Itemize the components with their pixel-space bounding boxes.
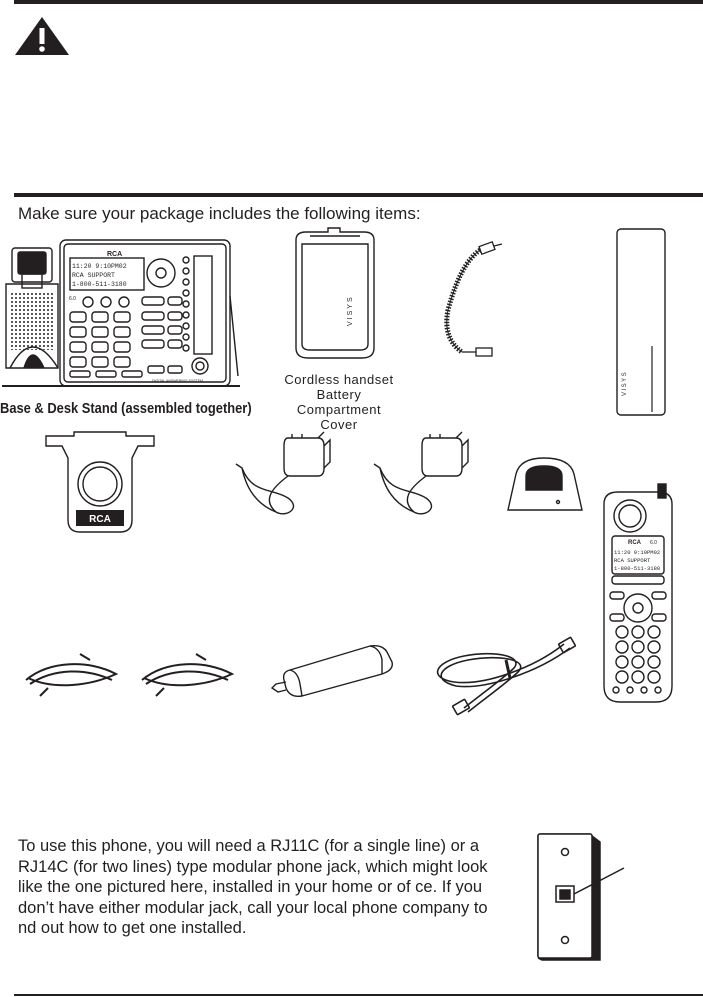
handset-display-line-2: RCA SUPPORT [614,557,651,564]
coiled-cord-illustration [444,241,503,357]
package-intro: Make sure your package includes the foll… [18,204,421,223]
base-version-label: 6.0 [69,296,76,302]
belt-clip-illustration: VISYS [616,228,666,416]
top-rule [14,0,703,4]
ac-adapter-2-illustration [373,431,469,515]
handset-charger-illustration [507,457,583,511]
cordless-handset-illustration: RCA 6.0 11:20 9:10PM02 RCA SUPPORT 1-800… [603,483,673,703]
handset-brand-label: RCA [628,540,642,546]
jack-line-3: like the one pictured here, installed in… [18,878,483,896]
charger-cradle-illustration: RCA [45,431,155,533]
battery-cover-illustration: VISYS [295,227,375,359]
base-caption: Base & Desk Stand (assembled together) [0,400,252,417]
jack-line-1: To use this phone, you will need a RJ11C… [18,837,480,855]
jack-line-5: nd out how to get one installed. [18,919,247,937]
cover-caption-line-4: Cover [320,417,358,432]
section-rule [14,193,703,197]
cover-caption-line-3: Compartment [296,402,382,417]
base-display-line-3: 1-800-511-3180 [72,281,127,288]
base-display-line-2: RCA SUPPORT [72,272,115,279]
jack-instructions: To use this phone, you will need a RJ11C… [18,836,488,939]
cradle-brand-label: RCA [89,514,111,525]
base-system-label: DIGITAL ANSWERING SYSTEM [152,379,203,383]
jack-line-4: don’t have either modular jack, call you… [18,898,488,917]
base-display-line-1: 11:20 9:10PM02 [72,263,127,270]
ac-adapter-1-illustration [235,431,331,515]
long-line-cord-illustration [436,636,576,716]
line-cord-1-illustration [25,653,119,697]
base-brand-label: RCA [107,251,122,258]
handset-display-line-1: 11:20 9:10PM02 [614,549,660,556]
jack-line-2: RJ14C (for two lines) type modular phone… [18,857,488,876]
base-unit-illustration: RCA 11:20 9:10PM02 RCA SUPPORT 1-800-511… [2,239,240,387]
warning-triangle-icon [15,17,69,55]
handset-version-label: 6.0 [650,540,657,546]
cover-caption-line-1: Cordless handset [284,372,394,387]
handset-display-line-3: 1-800-511-3180 [614,565,660,572]
cover-caption-line-2: Battery [316,387,362,402]
wall-jack-illustration [537,833,625,961]
line-cord-2-illustration [141,653,235,697]
cover-series-label: VISYS [347,295,354,326]
cover-caption: Cordless handset Battery Compartment Cov… [278,372,400,432]
bottom-rule [14,994,703,996]
battery-pack-illustration [270,644,393,698]
clip-series-label: VISYS [622,371,628,396]
